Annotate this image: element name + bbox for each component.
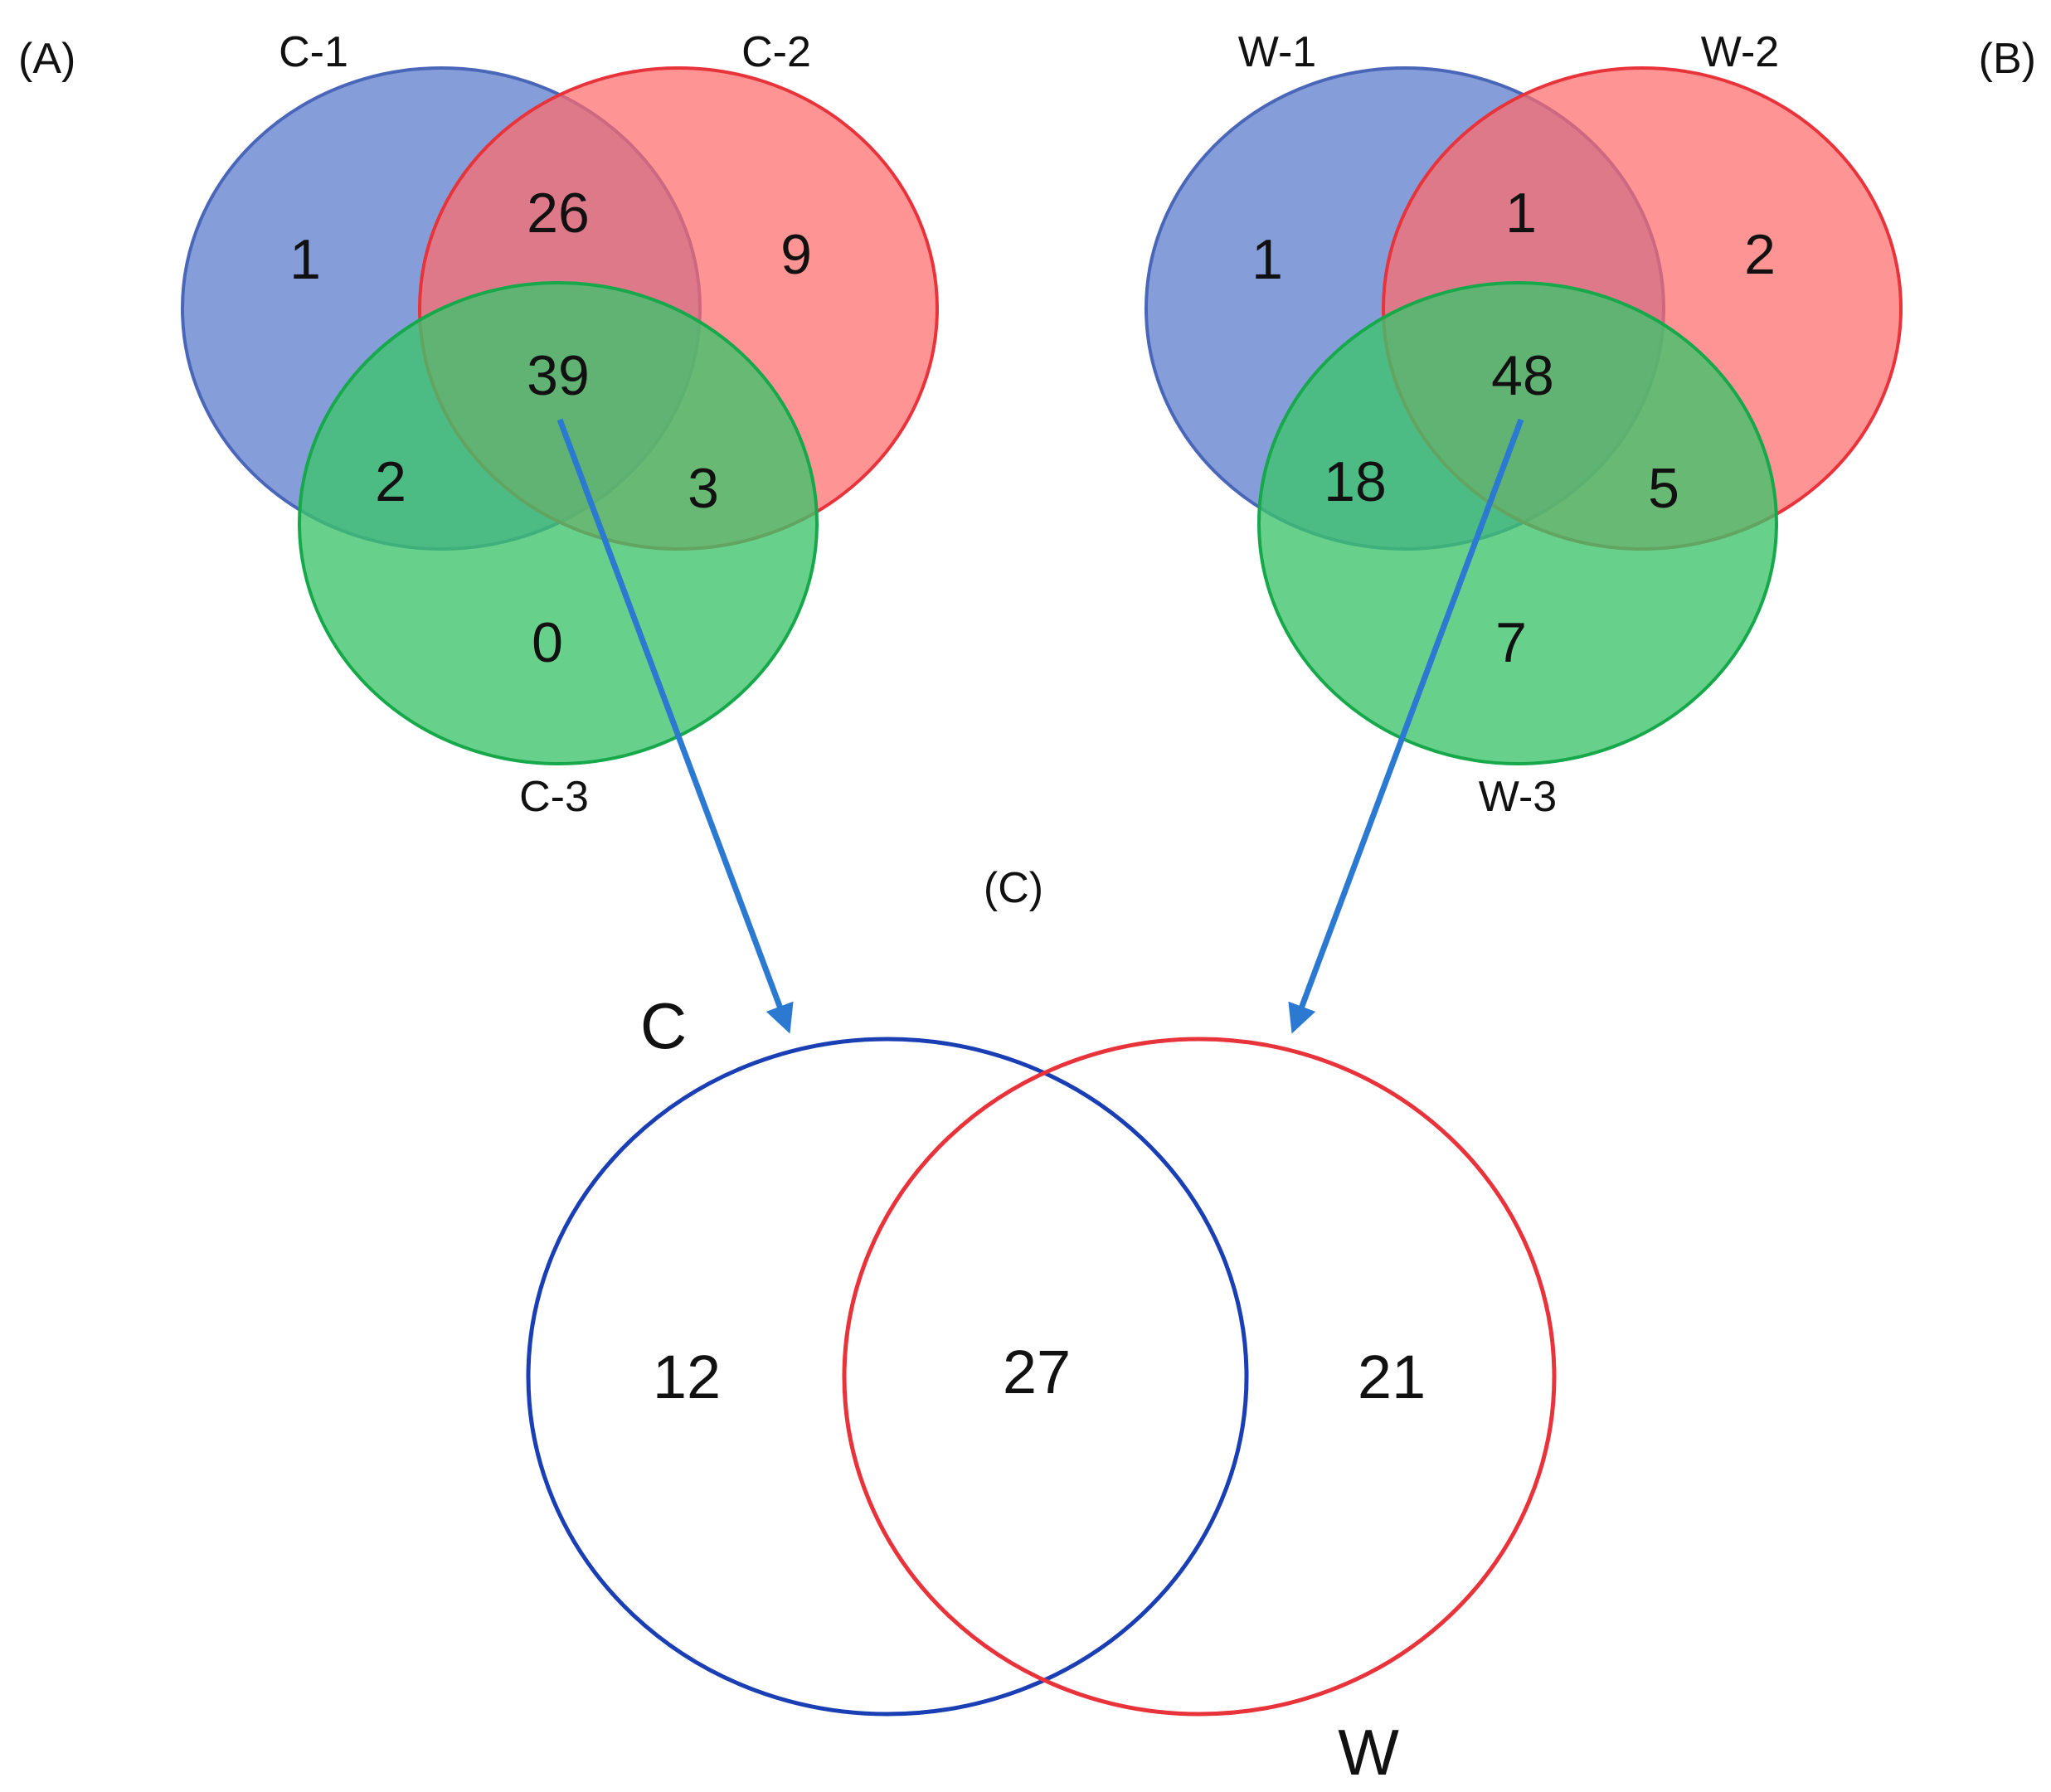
set-label-c1: C-1 [279, 28, 348, 76]
panel-a: (A) C-1 C-2 C-3 1 26 9 39 2 3 0 [18, 28, 939, 821]
set-label-w: W [1338, 1716, 1399, 1789]
arrow-a-to-c [556, 418, 794, 1034]
set-label-c: C [640, 989, 687, 1062]
w-circle [842, 1037, 1557, 1717]
region-c-only-w: 21 [1358, 1343, 1426, 1411]
set-label-c2: C-2 [741, 28, 811, 76]
region-a-c1-c2: 26 [527, 182, 590, 245]
set-label-w3: W-3 [1479, 773, 1557, 821]
panel-c: (C) C W 12 27 21 [526, 864, 1557, 1789]
arrow-b-to-w [1288, 418, 1524, 1034]
region-b-w2-w3: 5 [1648, 457, 1679, 520]
region-a-only-c1: 1 [289, 228, 321, 291]
region-b-w1-w2: 1 [1505, 182, 1537, 245]
panel-b-label: (B) [1979, 35, 2036, 83]
panel-a-label: (A) [18, 35, 75, 83]
region-a-all: 39 [527, 344, 590, 407]
region-b-only-w2: 2 [1744, 223, 1776, 286]
c3-circle [298, 281, 819, 765]
region-c-only-c: 12 [653, 1343, 721, 1411]
panel-c-label: (C) [984, 864, 1043, 912]
region-a-only-c3: 0 [532, 611, 563, 674]
region-b-w1-w3: 18 [1324, 450, 1387, 513]
region-b-all: 48 [1491, 344, 1554, 407]
region-a-c1-c3: 2 [375, 450, 406, 513]
region-b-only-w3: 7 [1495, 611, 1527, 674]
region-b-only-w1: 1 [1251, 228, 1283, 291]
c-circle [526, 1037, 1249, 1717]
region-c-both: 27 [1003, 1338, 1071, 1406]
set-label-c3: C-3 [519, 773, 589, 821]
region-a-only-c2: 9 [780, 223, 812, 286]
set-label-w2: W-2 [1701, 28, 1779, 76]
panel-b: (B) W-1 W-2 W-3 1 1 2 48 18 5 7 [1145, 28, 2036, 821]
w3-circle [1257, 281, 1778, 765]
set-label-w1: W-1 [1238, 28, 1316, 76]
region-a-c2-c3: 3 [688, 457, 719, 520]
